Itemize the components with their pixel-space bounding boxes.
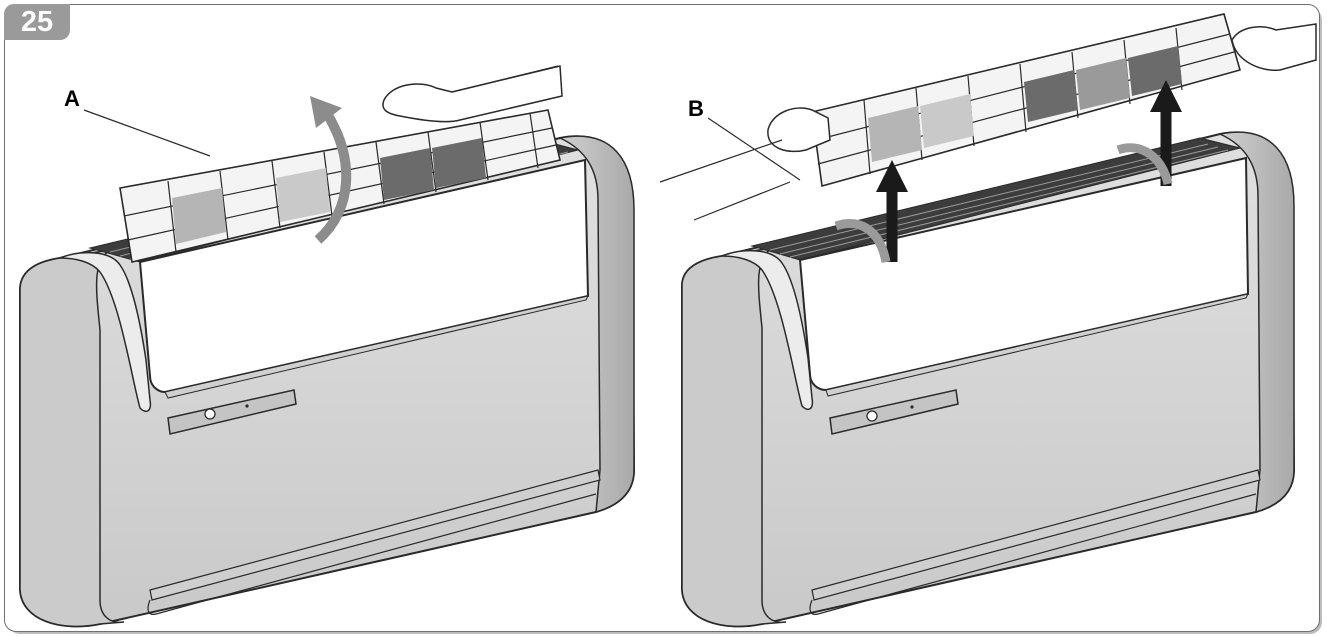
unit-left — [19, 65, 636, 628]
unit-left-endcap — [19, 249, 125, 628]
callout-a-label: A — [64, 86, 80, 111]
control-panel-left — [167, 389, 297, 435]
unit-left-collar — [59, 251, 152, 413]
unit-right-trim — [811, 469, 1261, 601]
unit-right-side — [1217, 131, 1295, 514]
power-button-icon — [204, 408, 216, 420]
power-button-icon — [866, 410, 878, 422]
unit-right-endcap — [681, 247, 787, 628]
unit-right-collar — [721, 249, 814, 411]
hand-icon — [767, 107, 831, 153]
hand-icon — [1231, 23, 1317, 71]
guide-strip-left — [834, 219, 891, 263]
callout-b-label: B — [688, 96, 704, 121]
control-panel-right — [829, 389, 959, 435]
filter-b — [811, 13, 1241, 188]
indicator-led-icon — [910, 405, 914, 409]
grille-slats-right — [769, 143, 1229, 258]
unit-left-trim — [149, 469, 601, 601]
step-number-badge: 25 — [4, 4, 70, 40]
indicator-led-icon — [245, 404, 249, 408]
hand-icon — [382, 65, 563, 123]
callout-b-leader — [707, 117, 801, 181]
guide-strip-right — [1116, 143, 1173, 186]
callout-a-leader — [83, 109, 211, 157]
filter-a — [119, 109, 561, 263]
unit-left-side — [557, 135, 635, 514]
unit-right — [451, 13, 1317, 628]
curved-lift-arrow-icon — [314, 109, 352, 244]
